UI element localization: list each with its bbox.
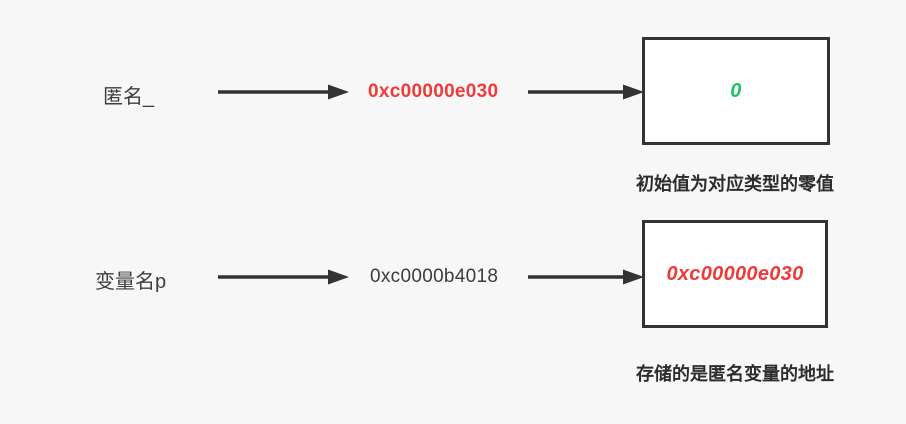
caption-zero-value: 初始值为对应类型的零值 (636, 174, 834, 194)
address-text-anonymous: 0xc00000e030 (368, 81, 499, 102)
arrow-right-icon (528, 269, 644, 285)
variable-label-anonymous: 匿名_ (103, 86, 155, 108)
caption-stored-address: 存储的是匿名变量的地址 (636, 364, 834, 384)
memory-box-value: 0 (730, 79, 742, 102)
memory-box-anonymous: 0 (642, 37, 830, 145)
arrow-right-icon (218, 84, 349, 100)
arrow-right-icon (218, 269, 349, 285)
memory-box-value: 0xc00000e030 (666, 262, 804, 285)
arrow-right-icon (528, 84, 644, 100)
variable-label-p: 变量名p (95, 271, 167, 293)
memory-box-pointer: 0xc00000e030 (642, 220, 828, 328)
address-text-p: 0xc0000b4018 (370, 266, 499, 287)
